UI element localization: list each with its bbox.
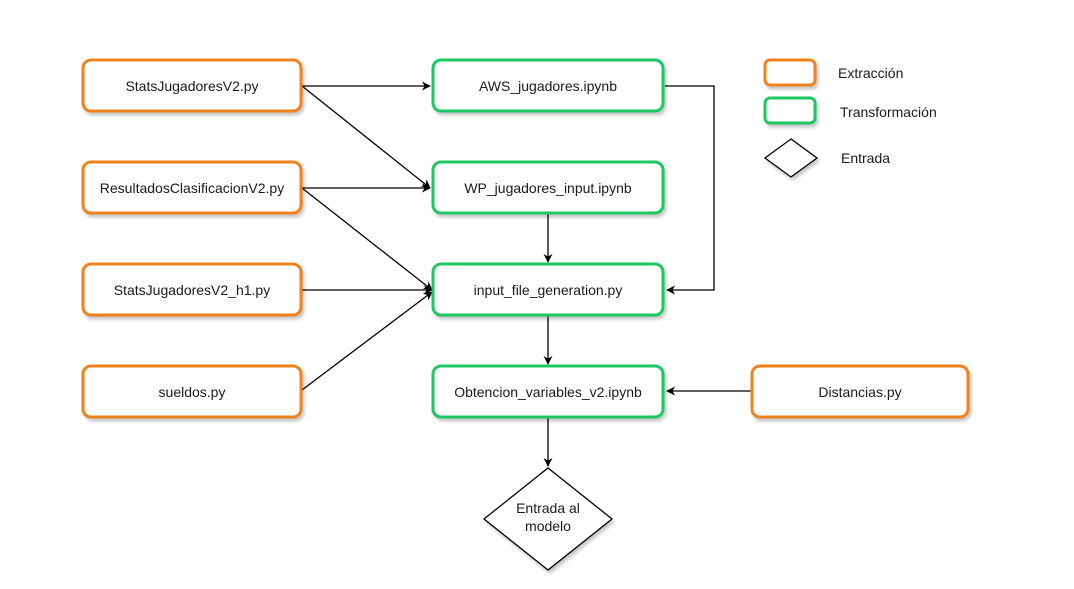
node-aws-jugadores: AWS_jugadores.ipynb	[431, 58, 665, 113]
legend-item-extraction: Extracción	[763, 58, 903, 87]
legend: Extracción Transformación Entrada	[763, 58, 937, 178]
node-wp-jugadores-input: WP_jugadores_input.ipynb	[431, 160, 665, 215]
node-label: Obtencion_variables_v2.ipynb	[454, 384, 642, 400]
legend-label-extraction: Extracción	[838, 65, 903, 81]
node-label: input_file_generation.py	[474, 282, 623, 298]
node-label: StatsJugadoresV2.py	[125, 78, 258, 94]
edge-resultadosclasificacion-to-input-file-generation	[301, 187, 433, 291]
node-entrada-modelo: Entrada al modelo	[482, 467, 614, 571]
node-label: WP_jugadores_input.ipynb	[464, 180, 632, 196]
node-stats-jugadores-v2-h1: StatsJugadoresV2_h1.py	[81, 262, 303, 317]
node-label-line2: modelo	[525, 518, 571, 534]
node-label-line1: Entrada al	[516, 500, 580, 516]
node-label: StatsJugadoresV2_h1.py	[114, 282, 270, 298]
edge-sueldos-to-input-file-generation	[301, 291, 433, 391]
legend-label-input: Entrada	[841, 150, 890, 166]
node-sueldos: sueldos.py	[81, 364, 303, 419]
legend-item-input: Entrada	[763, 138, 890, 178]
legend-label-transformation: Transformación	[840, 104, 937, 120]
node-resultados-clasificacion-v2: ResultadosClasificacionV2.py	[81, 160, 303, 215]
node-input-file-generation: input_file_generation.py	[431, 262, 665, 317]
edge-statsjugadoresv2-to-wp-jugadores-input	[301, 85, 431, 189]
legend-swatch-transformation	[763, 96, 817, 125]
legend-swatch-input	[763, 138, 819, 178]
node-label: AWS_jugadores.ipynb	[479, 78, 617, 94]
edges	[301, 81, 751, 467]
edge-aws-jugadores-to-input-file-generation	[665, 85, 715, 295]
node-label: ResultadosClasificacionV2.py	[100, 180, 284, 196]
node-stats-jugadores-v2: StatsJugadoresV2.py	[81, 58, 303, 113]
node-label: Distancias.py	[818, 384, 901, 400]
node-obtencion-variables-v2: Obtencion_variables_v2.ipynb	[431, 364, 665, 419]
node-label: sueldos.py	[159, 384, 226, 400]
legend-item-transformation: Transformación	[763, 96, 937, 125]
node-distancias: Distancias.py	[750, 364, 970, 419]
legend-swatch-extraction	[763, 58, 817, 87]
